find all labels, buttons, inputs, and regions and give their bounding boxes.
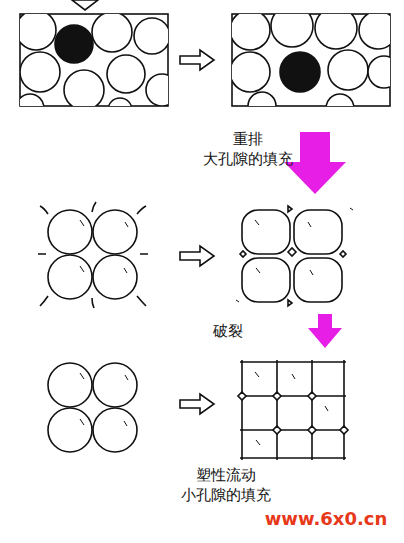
step-label: 破裂 [213,322,243,340]
fractured-particles [236,206,353,306]
particles [38,202,148,308]
step-label: 小孔隙的填充 [181,486,271,504]
watermark: www.6x0.cn [265,508,388,530]
particles [48,363,137,452]
deformed-particles [238,360,348,460]
step-arrow [180,246,214,266]
press-arrow [72,0,98,10]
stage-arrow [308,314,342,348]
step-label: 重排 [233,130,263,148]
step-label: 塑性流动 [196,466,256,484]
stage-arrow [284,132,346,194]
step-arrow [180,50,214,70]
step-arrow [180,394,214,414]
step-label: 大孔隙的填充 [203,150,293,168]
